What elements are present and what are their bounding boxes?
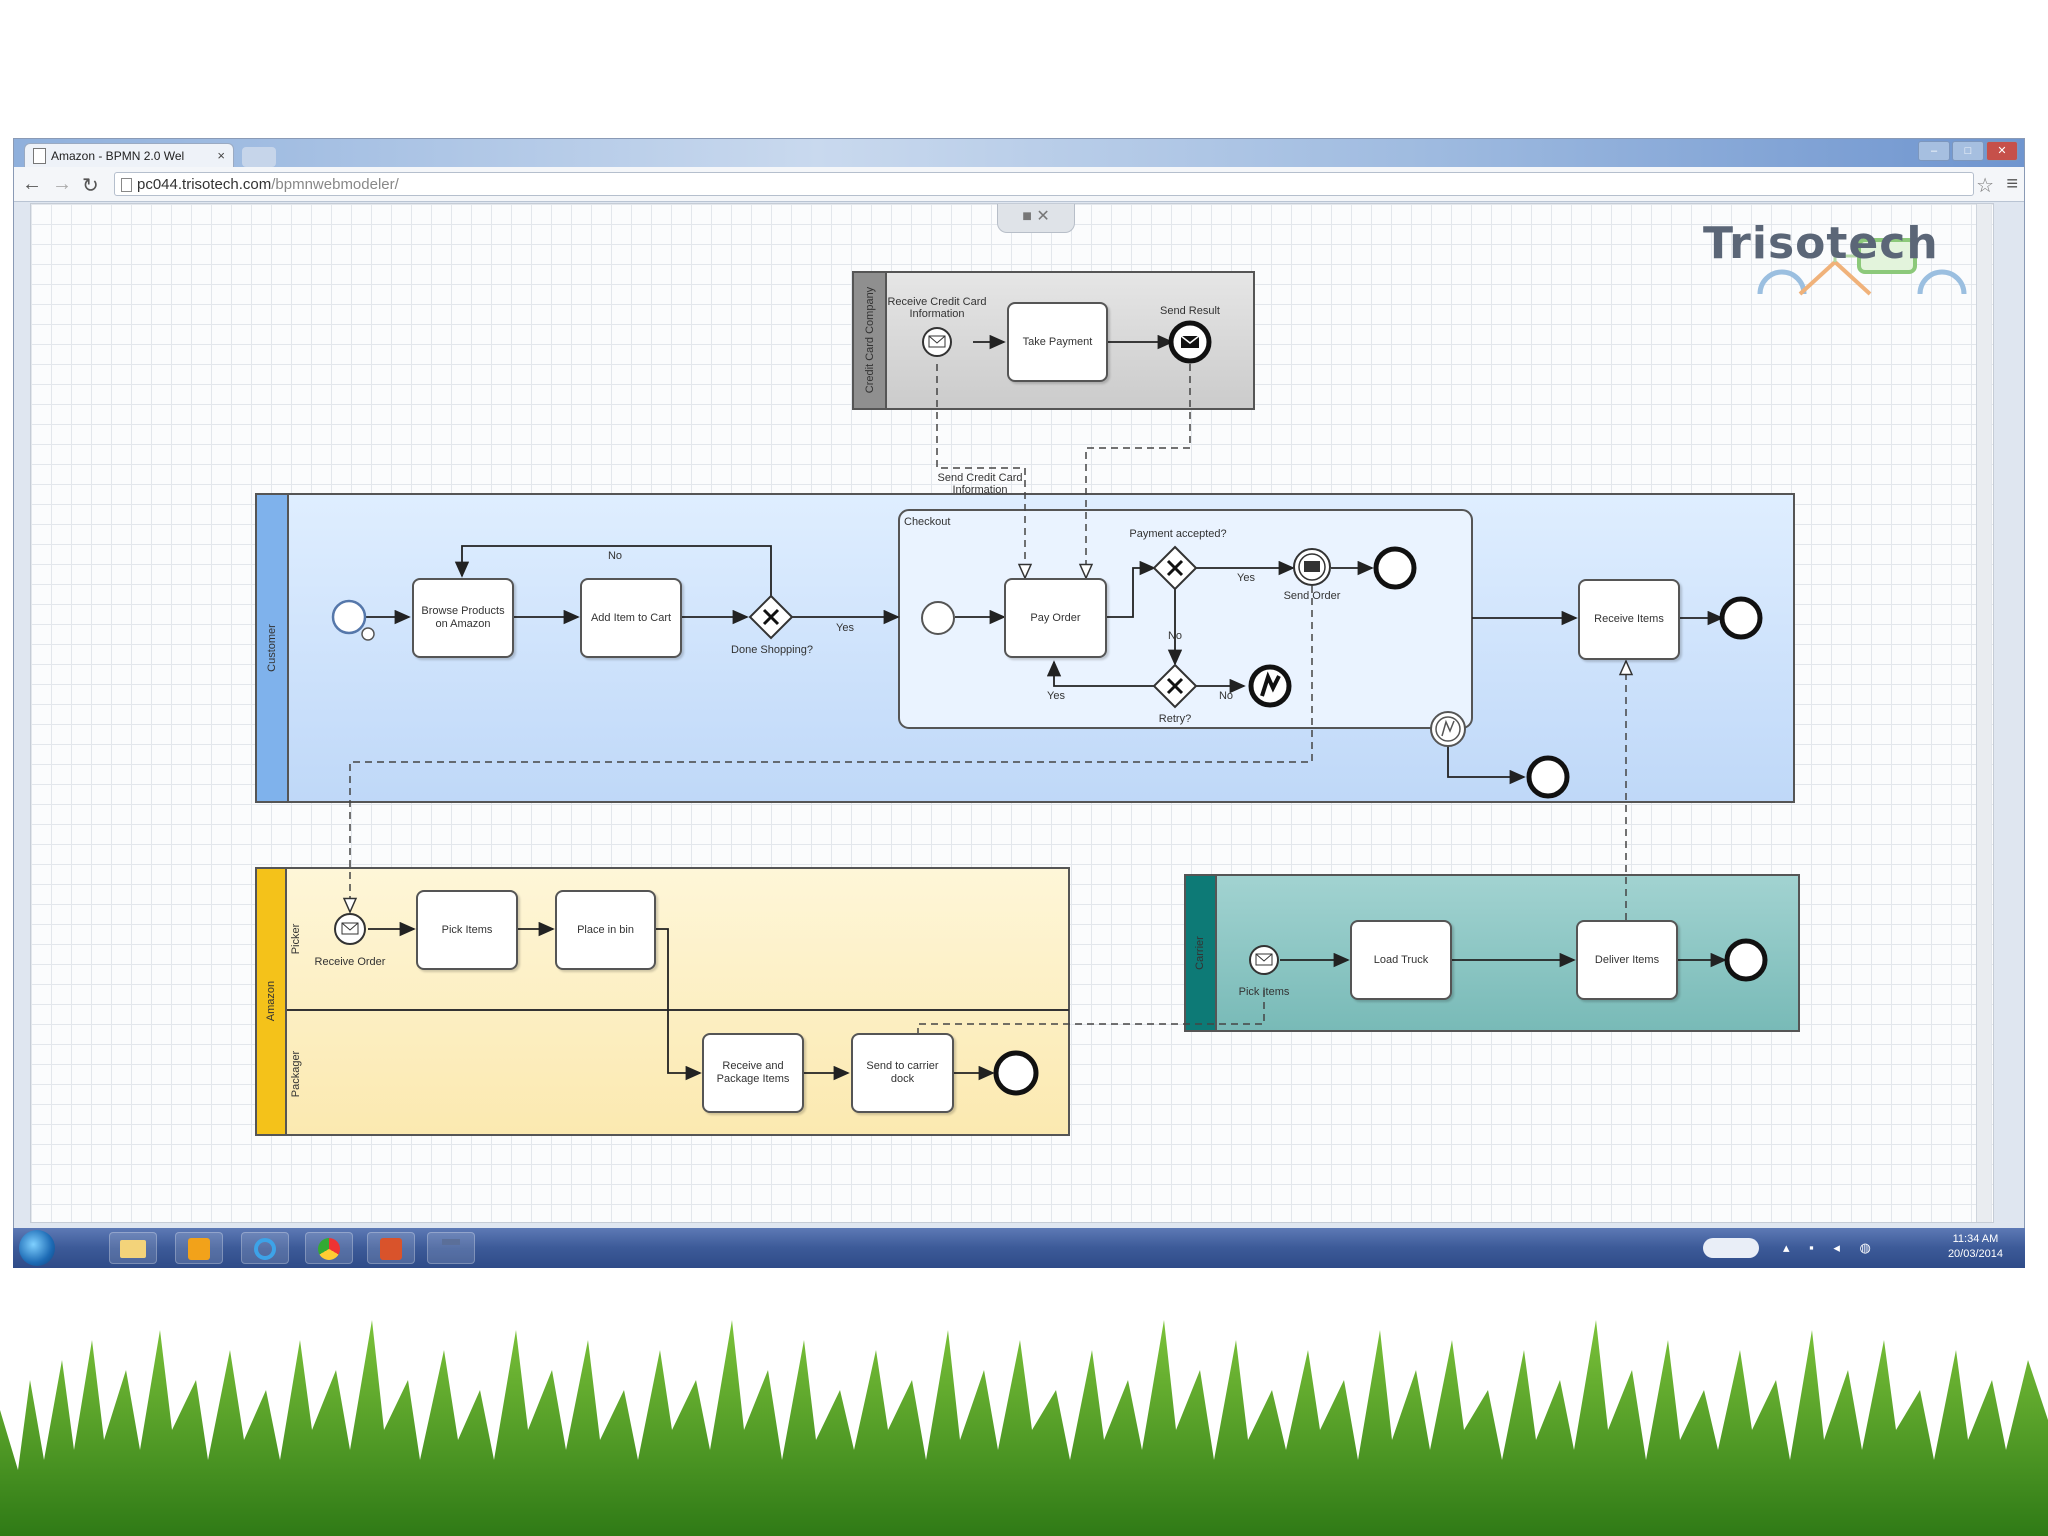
vertical-scrollbar[interactable] <box>1976 204 1991 1222</box>
yes-retry-label: Yes <box>1047 690 1065 702</box>
end-event <box>1719 596 1763 640</box>
trisotech-logo-graphic <box>1757 238 1967 296</box>
yes-done-label: Yes <box>836 622 854 634</box>
packager-lane-label: Packager <box>290 1050 302 1098</box>
tray-icons[interactable]: ▴ ▪ ◂ ◍ <box>1783 1240 1879 1255</box>
place-in-bin-task[interactable]: Place in bin <box>555 890 656 970</box>
maximize-icon[interactable]: □ <box>1952 141 1984 161</box>
receive-and-package-task[interactable]: Receive and Package Items <box>702 1033 804 1113</box>
url-path: /bpmnwebmodeler/ <box>271 176 399 193</box>
new-tab-button[interactable] <box>242 147 276 167</box>
pick-items-event-label: Pick Items <box>1238 986 1290 998</box>
url-host: pc044.trisotech.com <box>137 176 272 193</box>
add-item-to-cart-task[interactable]: Add Item to Cart <box>580 578 682 658</box>
tray-pill[interactable] <box>1703 1238 1759 1258</box>
canvas-toolbar-tab[interactable]: ■ ✕ <box>997 204 1075 233</box>
take-payment-task[interactable]: Take Payment <box>1007 302 1108 382</box>
clock-time: 11:34 AM <box>1952 1233 1999 1245</box>
carrier-pool <box>1184 874 1800 1032</box>
end-event <box>1373 546 1417 590</box>
no-loop-label: No <box>607 550 623 562</box>
clock[interactable]: 11:34 AM 20/03/2014 <box>1948 1232 2003 1262</box>
receive-order-label: Receive Order <box>314 956 386 968</box>
bpmn-diagram <box>255 271 1800 1136</box>
close-window-icon[interactable]: ✕ <box>1986 141 2018 161</box>
credit-card-pool-label: Credit Card Company <box>864 286 876 394</box>
back-icon[interactable]: ← <box>22 173 42 195</box>
browser-tab[interactable]: Amazon - BPMN 2.0 Wel × <box>24 143 234 167</box>
yes-accepted-label: Yes <box>1237 572 1255 584</box>
trisotech-logo-text: Trisotech <box>1703 218 1939 269</box>
receive-credit-card-label: Receive Credit Card Information <box>887 296 987 320</box>
pick-items-task[interactable]: Pick Items <box>416 890 518 970</box>
trisotech-icon[interactable] <box>427 1232 475 1264</box>
gateways <box>748 545 1198 709</box>
customer-pool-label: Customer <box>266 624 278 672</box>
load-truck-task[interactable]: Load Truck <box>1350 920 1452 1000</box>
envelope-icon <box>928 335 946 348</box>
subprocess-start-event <box>921 601 955 635</box>
address-bar[interactable]: pc044.trisotech.com/bpmnwebmodeler/ <box>114 172 1974 196</box>
close-tab-icon[interactable]: × <box>217 148 225 163</box>
send-to-carrier-task[interactable]: Send to carrier dock <box>851 1033 954 1113</box>
events <box>331 320 1768 1096</box>
clock-date: 20/03/2014 <box>1947 1248 2003 1260</box>
browse-products-task[interactable]: Browse Products on Amazon <box>412 578 514 658</box>
receive-items-task[interactable]: Receive Items <box>1578 579 1680 660</box>
browser-toolbar: ← → ↻ pc044.trisotech.com/bpmnwebmodeler… <box>14 167 2024 202</box>
tab-title: Amazon - BPMN 2.0 Wel <box>51 149 185 163</box>
end-event <box>1724 938 1768 982</box>
menu-icon[interactable]: ≡ <box>2006 173 2018 195</box>
star-icon[interactable]: ☆ <box>1976 175 1994 197</box>
payment-accepted-label: Payment accepted? <box>1129 528 1227 540</box>
explorer-icon[interactable] <box>109 1232 157 1264</box>
no-accepted-label: No <box>1167 630 1183 642</box>
start-orb-icon[interactable] <box>19 1230 55 1266</box>
outlook-icon[interactable] <box>175 1232 223 1264</box>
page-icon <box>33 148 46 164</box>
send-order-label: Send Order <box>1283 590 1341 602</box>
no-retry-label: No <box>1218 690 1234 702</box>
grass-decoration <box>0 1320 2048 1536</box>
ie-icon[interactable] <box>241 1232 289 1264</box>
pay-order-task[interactable]: Pay Order <box>1004 578 1107 658</box>
forward-icon[interactable]: → <box>52 173 72 195</box>
amazon-pool-label: Amazon <box>265 980 277 1022</box>
done-shopping-label: Done Shopping? <box>731 644 813 656</box>
reload-icon[interactable]: ↻ <box>82 175 99 197</box>
send-result-label: Send Result <box>1160 305 1220 317</box>
end-event <box>993 1050 1039 1096</box>
sequence-flows <box>364 334 1727 1081</box>
message-flows <box>342 364 1634 1034</box>
powerpoint-icon[interactable] <box>367 1232 415 1264</box>
retry-label: Retry? <box>1158 713 1192 725</box>
send-credit-card-label: Send Credit Card Information <box>937 472 1023 496</box>
chrome-icon[interactable] <box>305 1232 353 1264</box>
title-bar: Amazon - BPMN 2.0 Wel × – □ ✕ <box>14 139 2024 167</box>
page-icon <box>121 178 132 192</box>
minimize-icon[interactable]: – <box>1918 141 1950 161</box>
deliver-items-task[interactable]: Deliver Items <box>1576 920 1678 1000</box>
carrier-pool-label: Carrier <box>1194 936 1206 970</box>
end-event <box>1526 755 1570 799</box>
taskbar: ▴ ▪ ◂ ◍ 11:34 AM 20/03/2014 <box>13 1228 2025 1268</box>
window-controls: – □ ✕ <box>1918 141 2018 161</box>
start-event <box>331 599 367 635</box>
checkout-label: Checkout <box>904 516 951 528</box>
